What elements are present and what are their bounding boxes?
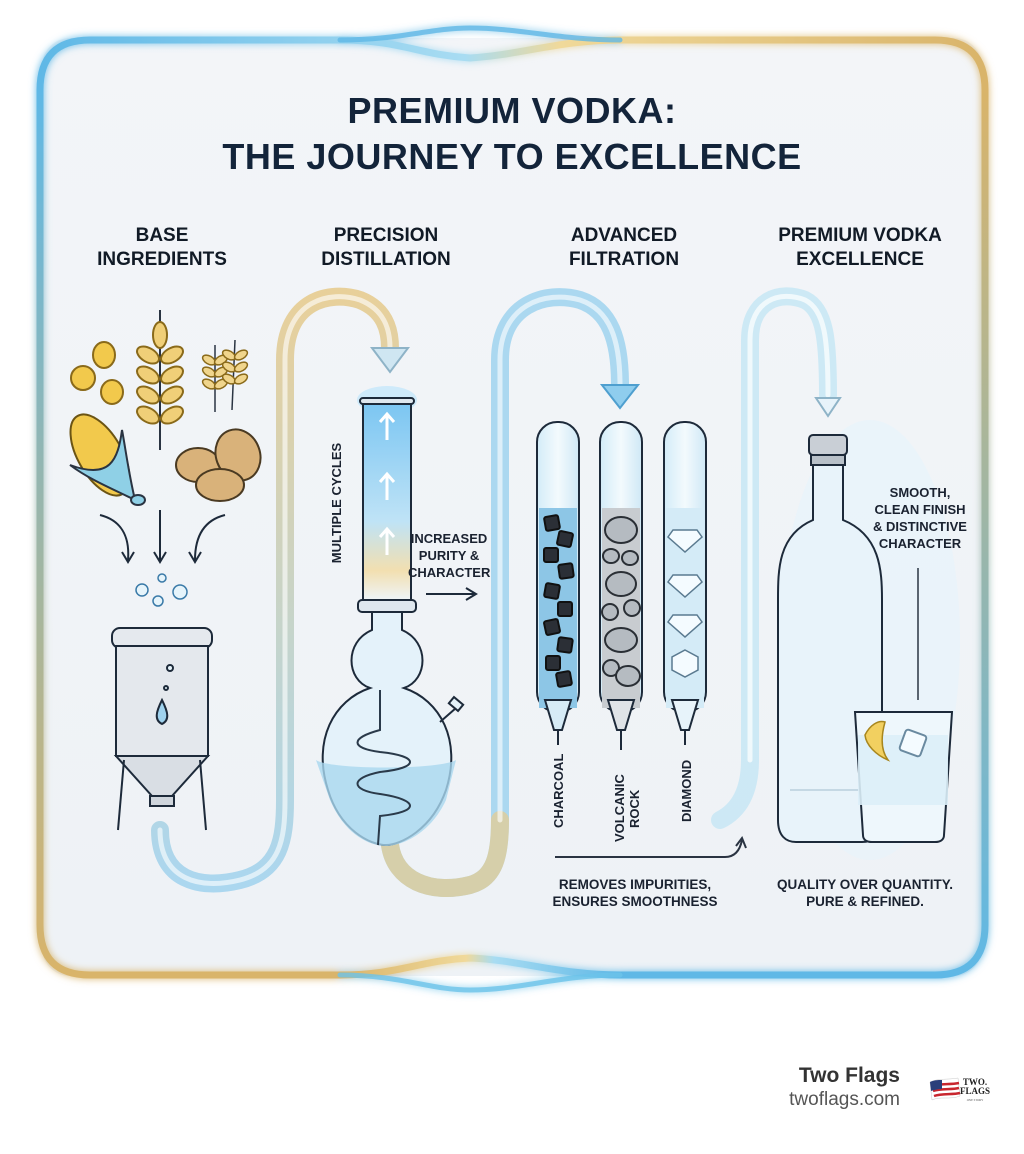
filter-label-charcoal: CHARCOAL xyxy=(551,753,566,828)
logo-tagline: ONE STORY xyxy=(966,1098,984,1102)
caption-line: PURE & REFINED. xyxy=(806,894,924,909)
stage-label-line: EXCELLENCE xyxy=(796,249,924,270)
frame-border xyxy=(36,25,989,993)
flag-logo-icon xyxy=(929,1077,961,1101)
excellence-callout: SMOOTH, CLEAN FINISH & DISTINCTIVE CHARA… xyxy=(872,484,968,552)
purity-arrow-icon xyxy=(426,587,478,601)
stage-label-line: INGREDIENTS xyxy=(97,249,227,270)
wheat-small-icon xyxy=(201,339,249,412)
charcoal-tube-icon xyxy=(536,421,580,745)
callout-line: CHARACTER xyxy=(878,536,962,551)
logo-line: FLAGS xyxy=(960,1086,991,1096)
caption-line: QUALITY OVER QUANTITY. xyxy=(776,877,953,892)
potato-icon xyxy=(175,428,262,502)
corn-kernels-icon xyxy=(70,341,124,405)
caption-line: REMOVES IMPURITIES, xyxy=(558,877,712,892)
stage-label-line: FILTRATION xyxy=(568,249,680,270)
filter-label-volcanic-rock: VOLCANIC ROCK xyxy=(612,752,642,842)
stage-label-base-ingredients: BASE INGREDIENTS xyxy=(62,224,262,272)
stage-label-line: ADVANCED xyxy=(570,225,678,246)
title-line-1: PREMIUM VODKA: xyxy=(347,90,677,131)
callout-line: CLEAN FINISH xyxy=(874,502,966,517)
filter-label-line: ROCK xyxy=(627,789,642,828)
ingredient-arrows-icon xyxy=(99,510,226,564)
caption-line: ENSURES SMOOTHNESS xyxy=(552,894,718,909)
filter-label-diamond: DIAMOND xyxy=(679,759,694,822)
fermentation-tank-icon xyxy=(111,627,213,831)
purity-note: INCREASED PURITY & CHARACTER xyxy=(408,530,490,581)
wheat-icon xyxy=(136,310,184,450)
note-line: INCREASED xyxy=(410,531,488,546)
glass-with-ice-icon xyxy=(853,568,954,843)
callout-line: SMOOTH, xyxy=(889,485,951,500)
filtration-caption: REMOVES IMPURITIES, ENSURES SMOOTHNESS xyxy=(530,876,740,910)
filter-label-line: VOLCANIC xyxy=(612,774,627,842)
corn-cob-icon xyxy=(69,413,146,506)
title-line-2: THE JOURNEY TO EXCELLENCE xyxy=(222,136,802,177)
excellence-caption: QUALITY OVER QUANTITY. PURE & REFINED. xyxy=(770,876,960,910)
callout-line: & DISTINCTIVE xyxy=(873,519,967,534)
page-title: PREMIUM VODKA: THE JOURNEY TO EXCELLENCE xyxy=(0,88,1024,180)
stage-label-line: BASE xyxy=(135,225,189,246)
brand-name: Two Flags xyxy=(798,1064,900,1087)
brand-url[interactable]: twoflags.com xyxy=(789,1089,900,1110)
stage-label-line: DISTILLATION xyxy=(321,249,451,270)
brand-logo-text: TWO. FLAGS ONE STORY xyxy=(960,1078,990,1105)
diamond-tube-icon xyxy=(663,421,707,745)
stage-label-precision-distillation: PRECISION DISTILLATION xyxy=(286,224,486,272)
process-pipe xyxy=(151,287,842,898)
stage-label-line: PREMIUM VODKA xyxy=(778,225,942,246)
note-line: PURITY & xyxy=(418,548,480,563)
logo-line: TWO. xyxy=(962,1077,988,1087)
distillation-column-icon xyxy=(357,386,417,613)
bubbles-icon xyxy=(135,573,188,607)
stage-label-advanced-filtration: ADVANCED FILTRATION xyxy=(524,224,724,272)
volcanic-rock-tube-icon xyxy=(599,421,643,750)
note-line: CHARACTER xyxy=(408,565,491,580)
stage-label-premium-vodka-excellence: PREMIUM VODKA EXCELLENCE xyxy=(740,224,980,272)
stage-label-line: PRECISION xyxy=(333,225,439,246)
multiple-cycles-label: MULTIPLE CYCLES xyxy=(329,442,344,564)
filtration-bracket-icon xyxy=(555,835,747,858)
still-flask-icon xyxy=(316,611,465,847)
